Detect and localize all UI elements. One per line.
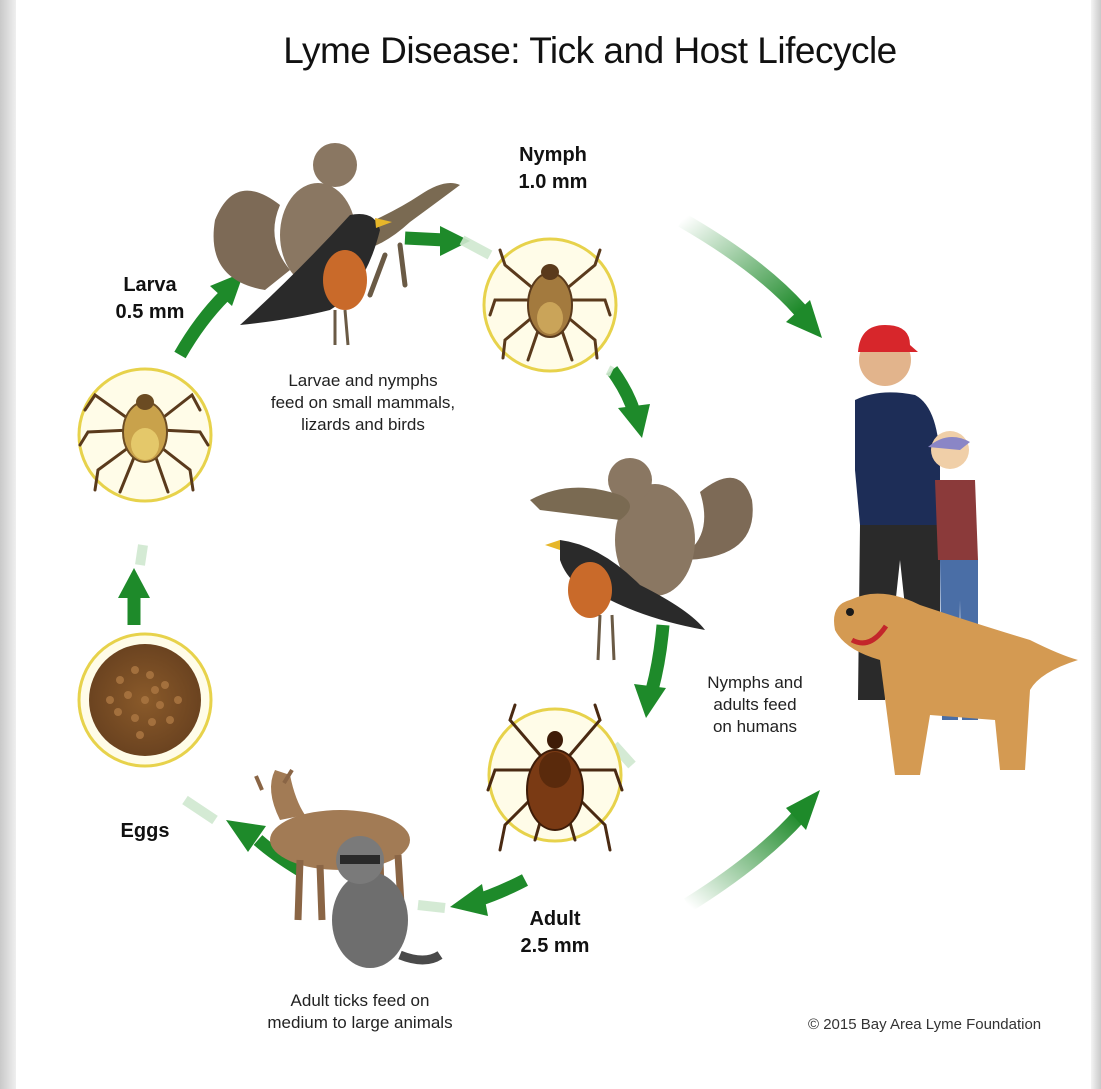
arrow-nymph-to-humans (682, 220, 800, 310)
raccoon-icon (332, 872, 408, 968)
eggs-label: Eggs (90, 818, 200, 845)
arrow-adult-to-animals-head (450, 884, 488, 916)
arrow-adult-to-animals (478, 880, 525, 900)
small-hosts-caption: Larvae and nymphs feed on small mammals,… (248, 370, 478, 436)
arrow-hosts-to-adult-head (634, 684, 666, 718)
large-hosts-caption: Adult ticks feed on medium to large anim… (240, 990, 480, 1034)
adult-label: Adult 2.5 mm (500, 906, 610, 960)
larva-label: Larva 0.5 mm (95, 272, 205, 326)
caption-line: adults feed (690, 694, 820, 716)
adult-name: Adult (500, 906, 610, 933)
squirrel-tail-icon (214, 191, 290, 290)
arrow-hosts-to-nymph (405, 238, 445, 240)
nymph-label: Nymph 1.0 mm (498, 142, 608, 196)
caption-line: Adult ticks feed on (240, 990, 480, 1012)
adult-size: 2.5 mm (500, 933, 610, 960)
human-arrows (682, 220, 822, 905)
diagram-title: Lyme Disease: Tick and Host Lifecycle (160, 30, 1020, 72)
caption-line: medium to large animals (240, 1012, 480, 1034)
caption-line: lizards and birds (248, 414, 478, 436)
nymph-size: 1.0 mm (498, 169, 608, 196)
arrow-eggs-to-larva-head (118, 568, 150, 598)
nymph-name: Nymph (498, 142, 608, 169)
girl-icon (935, 480, 978, 560)
caption-line: Larvae and nymphs (248, 370, 478, 392)
nymph-circle (484, 239, 616, 371)
caption-line: on humans (690, 716, 820, 738)
larva-name: Larva (95, 272, 205, 299)
caption-line: feed on small mammals, (248, 392, 478, 414)
copyright-credit: © 2015 Bay Area Lyme Foundation (808, 1016, 1041, 1033)
caption-line: Nymphs and (690, 672, 820, 694)
humans-and-dog-illustration (834, 325, 1078, 775)
man-icon (855, 392, 940, 525)
adult-circle (488, 705, 622, 850)
small-hosts-illustration-middle (530, 458, 753, 660)
eggs-name: Eggs (90, 818, 200, 845)
humans-caption: Nymphs and adults feed on humans (690, 672, 820, 738)
larva-size: 0.5 mm (95, 299, 205, 326)
larva-circle (79, 369, 211, 501)
large-animals-illustration (256, 770, 440, 968)
arrow-hosts-to-adult (652, 625, 663, 690)
red-cap-icon (858, 325, 918, 352)
eggs-circle (79, 634, 211, 766)
arrow-nymph-to-hosts-head (618, 404, 650, 438)
arrow-adult-to-humans (688, 815, 800, 905)
arrow-nymph-to-hosts (612, 370, 634, 412)
